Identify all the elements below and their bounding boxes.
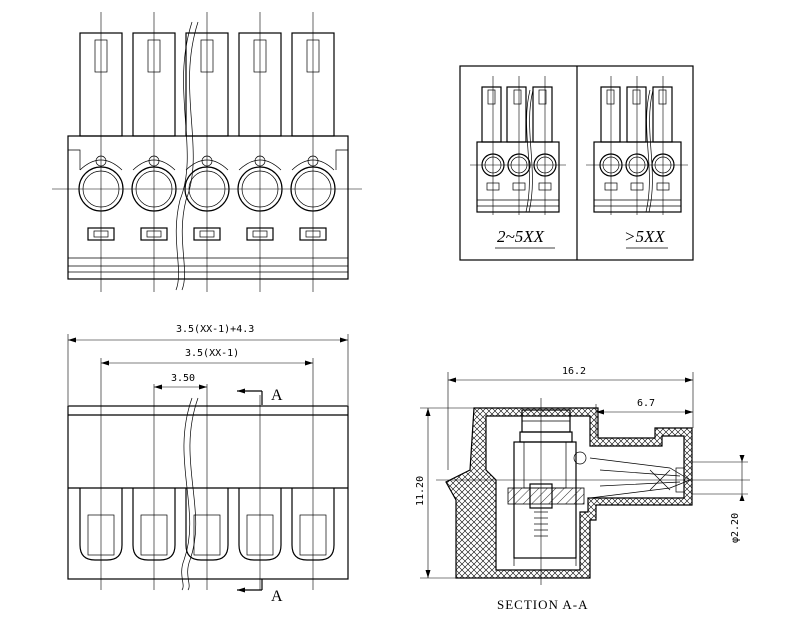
section-marker-bottom-label: A (271, 588, 283, 605)
variants-box: 2~5XX >5XX (459, 65, 694, 261)
front-centerlines (52, 12, 362, 292)
wire-offset-label: 6.7 (637, 398, 655, 409)
pitch-label: 3.50 (171, 373, 195, 384)
height-label: 11.20 (415, 476, 426, 506)
dim-wire-offset: 6.7 (595, 398, 693, 438)
dim-wire-diameter: φ2.20 (692, 455, 748, 543)
variant-small-label: 2~5XX (497, 227, 545, 246)
top-view: 3.5(XX-1)+4.3 3.5(XX-1) 3.50 A A (67, 324, 349, 605)
variant-small-drawing (470, 76, 566, 215)
overall-width-label: 3.5(XX-1)+4.3 (176, 324, 254, 335)
dim-pitch: 3.50 (154, 373, 207, 390)
wire-diameter-label: φ2.20 (730, 513, 741, 543)
variant-large-label: >5XX (624, 227, 665, 246)
front-body (67, 135, 349, 280)
variant-large-drawing (586, 76, 688, 215)
section-marker-top: A (237, 387, 283, 405)
dim-overall-width: 3.5(XX-1)+4.3 (68, 324, 348, 343)
pitch-span-label: 3.5(XX-1) (185, 348, 239, 359)
dim-height: 11.20 (415, 407, 476, 579)
section-marker-top-label: A (271, 387, 283, 404)
section-housing (445, 407, 693, 579)
depth-label: 16.2 (562, 366, 586, 377)
front-view (52, 12, 362, 292)
dim-depth: 16.2 (447, 366, 694, 470)
section-caption: SECTION A-A (497, 597, 589, 612)
front-break-lines (175, 21, 199, 291)
section-view: 16.2 6.7 11.20 φ2.20 SECTION A-A (415, 366, 750, 612)
dim-pitch-span: 3.5(XX-1) (101, 348, 313, 366)
section-marker-bottom: A (237, 579, 283, 605)
